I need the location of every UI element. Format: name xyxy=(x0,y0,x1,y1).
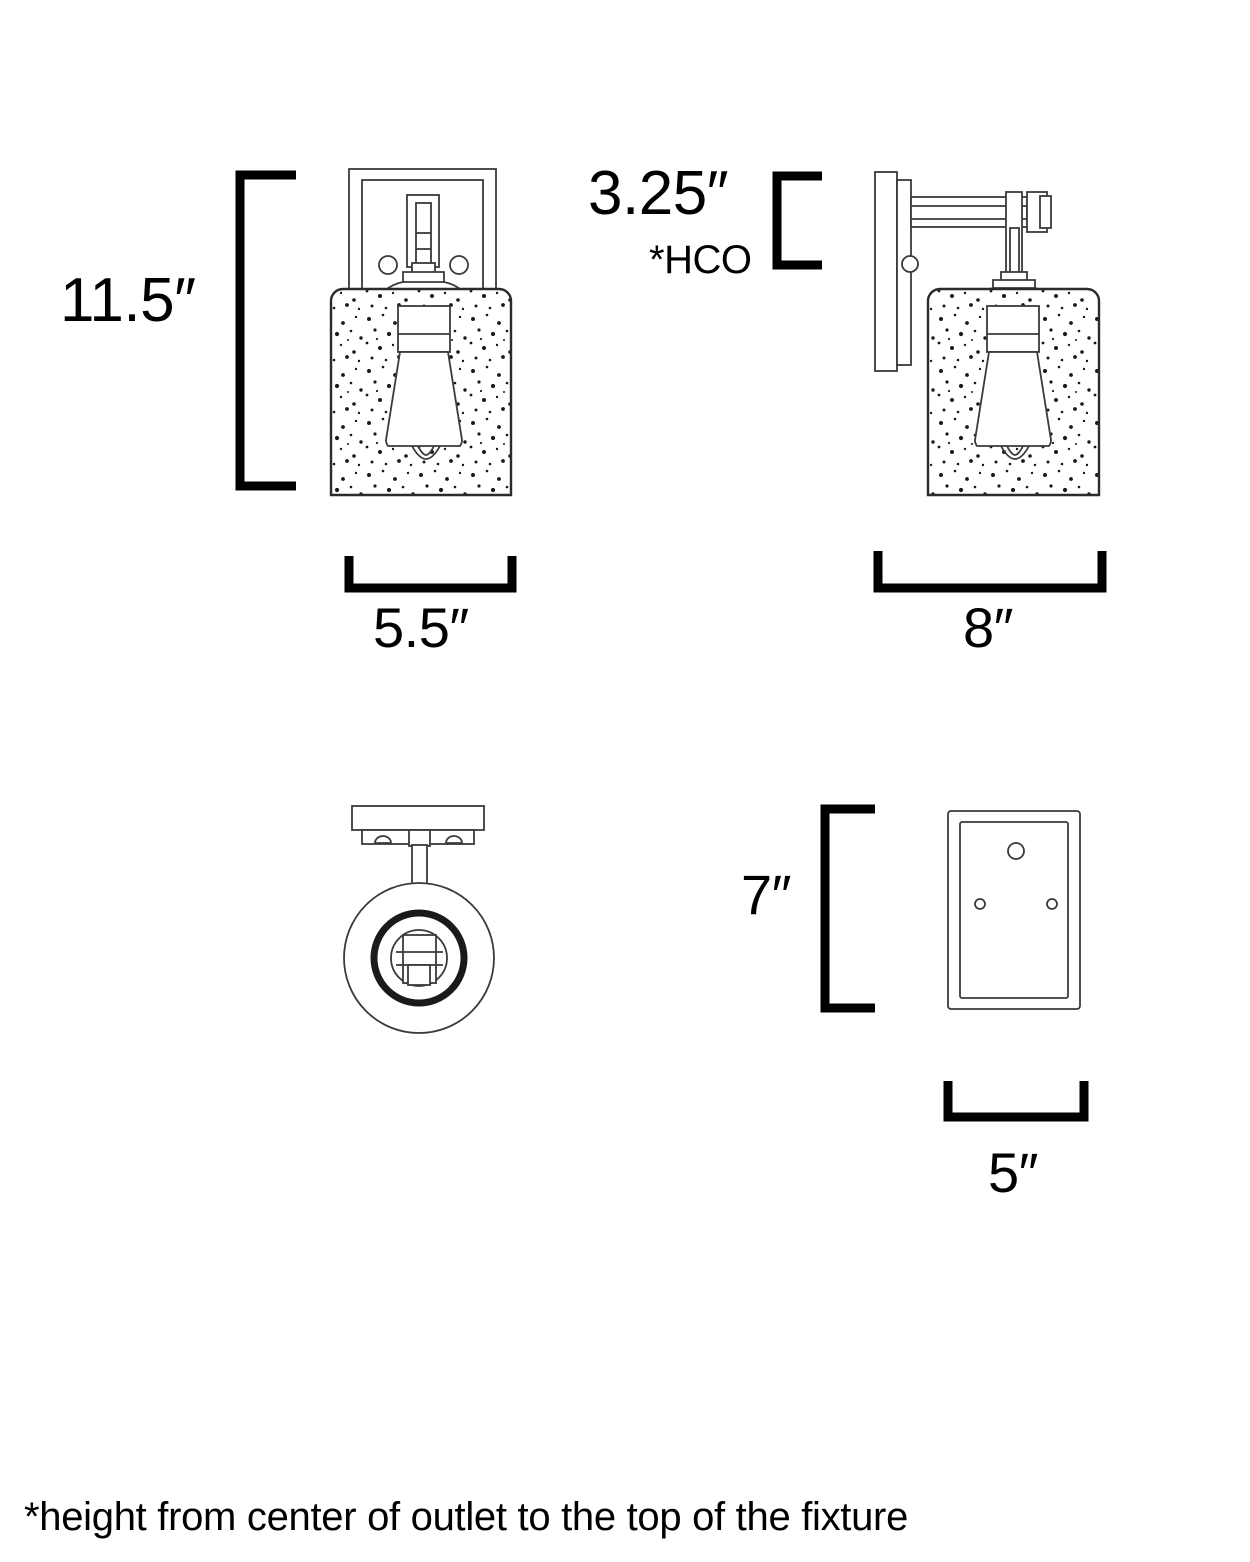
side-bulb-tip xyxy=(1000,445,1030,460)
view-front-elevation xyxy=(329,168,513,497)
view-top-plan xyxy=(343,805,495,1034)
side-bulb-body xyxy=(974,351,1052,447)
bracket-hco-3-25 xyxy=(772,171,822,270)
plan-stem-block xyxy=(408,829,431,847)
backplate-inner-rect xyxy=(959,821,1069,999)
bracket-front-width-5-5 xyxy=(344,556,517,593)
dimension-label-height: 11.5″ xyxy=(60,266,196,335)
plan-bump-right xyxy=(445,835,463,844)
front-stem-inner xyxy=(415,202,432,266)
bracket-backplate-height-7 xyxy=(820,804,875,1013)
front-socket-knob-left xyxy=(378,255,398,275)
side-wallplate-front xyxy=(874,171,898,372)
plan-backplate-slab xyxy=(351,805,485,831)
dimension-label-hco: 3.25″ xyxy=(588,159,729,228)
side-bulb-base xyxy=(986,305,1040,353)
side-plate-knob xyxy=(901,255,919,273)
backplate-hole-right xyxy=(1046,898,1058,910)
bracket-height-11-5 xyxy=(235,170,296,491)
side-drop-stem-inner xyxy=(1009,227,1020,275)
dimension-label-hco-note: *HCO xyxy=(649,238,752,282)
front-bulb-base xyxy=(397,305,451,353)
bracket-backplate-width-5 xyxy=(943,1081,1089,1122)
dimension-label-front-width: 5.5″ xyxy=(373,596,469,659)
dimension-label-side-depth: 8″ xyxy=(963,596,1013,659)
plan-bulb-tip xyxy=(407,964,431,986)
backplate-hole-left xyxy=(974,898,986,910)
front-bulb-tip-inner xyxy=(417,445,435,456)
front-socket-knob-right xyxy=(449,255,469,275)
view-side-elevation xyxy=(874,171,1101,497)
side-bulb-tip-inner xyxy=(1006,445,1024,456)
side-arm-endcap-tip xyxy=(1039,195,1052,229)
side-bulb-group xyxy=(974,305,1052,460)
view-backplate-detail xyxy=(947,810,1081,1010)
plan-bump-left xyxy=(374,835,392,844)
front-bulb-tip xyxy=(411,445,441,460)
front-bulb-group xyxy=(385,305,463,460)
dimension-label-backplate-width: 5″ xyxy=(988,1141,1038,1204)
backplate-hole-center-top xyxy=(1007,842,1025,860)
bracket-side-depth-8 xyxy=(873,551,1107,593)
footnote-text: *height from center of outlet to the top… xyxy=(24,1495,909,1539)
dimension-label-backplate-height: 7″ xyxy=(741,863,791,926)
front-bulb-body xyxy=(385,351,463,447)
